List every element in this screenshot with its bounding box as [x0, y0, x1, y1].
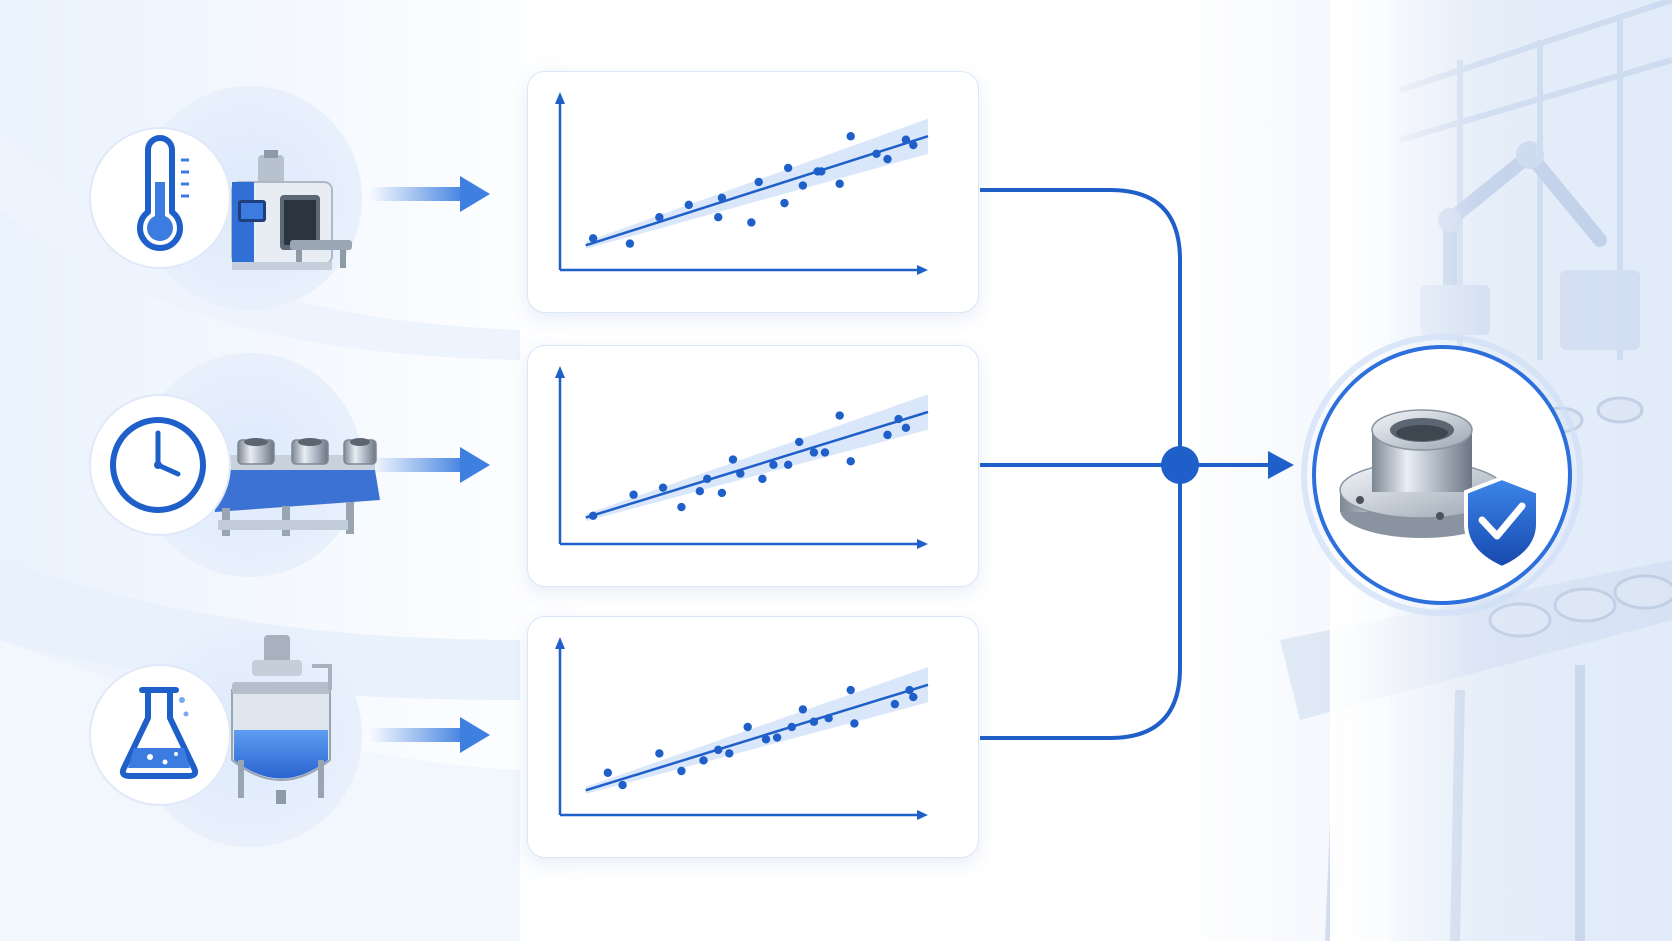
data-point — [798, 705, 808, 714]
output-arrow-head — [1268, 451, 1294, 479]
data-point — [728, 455, 738, 464]
data-point — [846, 132, 855, 141]
data-point — [846, 457, 855, 466]
data-point — [883, 154, 892, 164]
y-axis-arrow — [555, 366, 565, 378]
conveyor-machine — [210, 438, 380, 536]
data-point — [820, 448, 830, 457]
data-point — [769, 460, 778, 469]
input-arrow-1 — [370, 176, 490, 212]
data-point — [780, 198, 789, 208]
data-point — [835, 179, 844, 188]
data-point — [846, 685, 855, 695]
data-point — [629, 490, 638, 499]
y-axis-arrow — [555, 637, 565, 649]
data-point — [905, 685, 914, 695]
data-point — [714, 745, 723, 755]
data-point — [695, 487, 705, 496]
data-point — [909, 140, 918, 150]
data-point — [747, 218, 756, 227]
input-group-time — [89, 353, 380, 577]
scatter-chart-3 — [555, 637, 929, 820]
data-point — [787, 722, 797, 732]
data-point — [658, 483, 668, 492]
input-group-temperature — [89, 86, 362, 310]
data-point — [883, 430, 892, 440]
data-point — [809, 448, 819, 457]
data-point — [890, 699, 900, 709]
chart-card-1 — [527, 71, 979, 313]
data-point — [717, 488, 727, 498]
mixing-tank-machine — [231, 635, 332, 804]
data-point — [783, 163, 793, 173]
data-point — [824, 714, 833, 723]
data-point — [754, 177, 763, 187]
x-axis-arrow — [917, 810, 928, 820]
shield-check-icon — [1464, 475, 1540, 571]
data-point — [894, 414, 903, 424]
chart-card-2 — [527, 345, 979, 587]
input-arrow-3 — [370, 717, 490, 753]
data-point — [603, 768, 613, 777]
data-point — [783, 460, 793, 469]
data-point — [725, 749, 734, 758]
scatter-chart-2 — [555, 366, 929, 549]
data-point — [684, 200, 693, 210]
data-point — [588, 234, 598, 243]
clock-icon — [110, 417, 206, 513]
oven-machine — [231, 150, 352, 270]
data-point — [872, 149, 881, 159]
data-point — [761, 735, 771, 744]
data-point — [618, 780, 627, 790]
data-point — [703, 474, 712, 484]
data-point — [835, 411, 844, 420]
input-arrow-2 — [370, 447, 490, 483]
data-point — [850, 719, 859, 728]
data-point — [736, 469, 745, 478]
confidence-band — [585, 394, 928, 522]
connector-line-bottom — [980, 465, 1182, 740]
data-point — [772, 733, 782, 742]
trend-line — [585, 410, 929, 519]
data-point — [809, 717, 819, 726]
connector-line-top — [980, 188, 1182, 465]
chart-card-3 — [527, 616, 979, 858]
data-point — [677, 766, 686, 776]
data-point — [758, 474, 767, 484]
trend-line — [585, 135, 929, 247]
data-point — [817, 167, 826, 176]
bushing-part-icon — [1339, 409, 1505, 538]
data-point — [901, 423, 911, 433]
data-point — [625, 239, 635, 248]
scatter-chart-1 — [555, 92, 929, 275]
data-point — [588, 511, 598, 521]
y-axis-arrow — [555, 92, 565, 104]
data-point — [901, 135, 911, 144]
x-axis-arrow — [917, 539, 928, 549]
x-axis-arrow — [917, 265, 928, 275]
data-point — [798, 181, 808, 190]
data-point — [795, 437, 804, 447]
data-point — [714, 213, 723, 222]
data-point — [677, 502, 686, 512]
input-group-chemistry — [89, 623, 362, 847]
data-point — [699, 756, 708, 765]
data-point — [655, 749, 664, 758]
flask-icon — [119, 687, 199, 779]
confidence-band — [585, 667, 928, 794]
data-point — [655, 213, 664, 222]
data-point — [743, 722, 752, 732]
data-point — [909, 692, 918, 702]
output-part-badge — [1301, 334, 1583, 616]
trend-line — [585, 683, 929, 792]
thermometer-icon — [137, 135, 189, 251]
data-point — [717, 193, 727, 203]
merge-node — [1161, 446, 1199, 484]
